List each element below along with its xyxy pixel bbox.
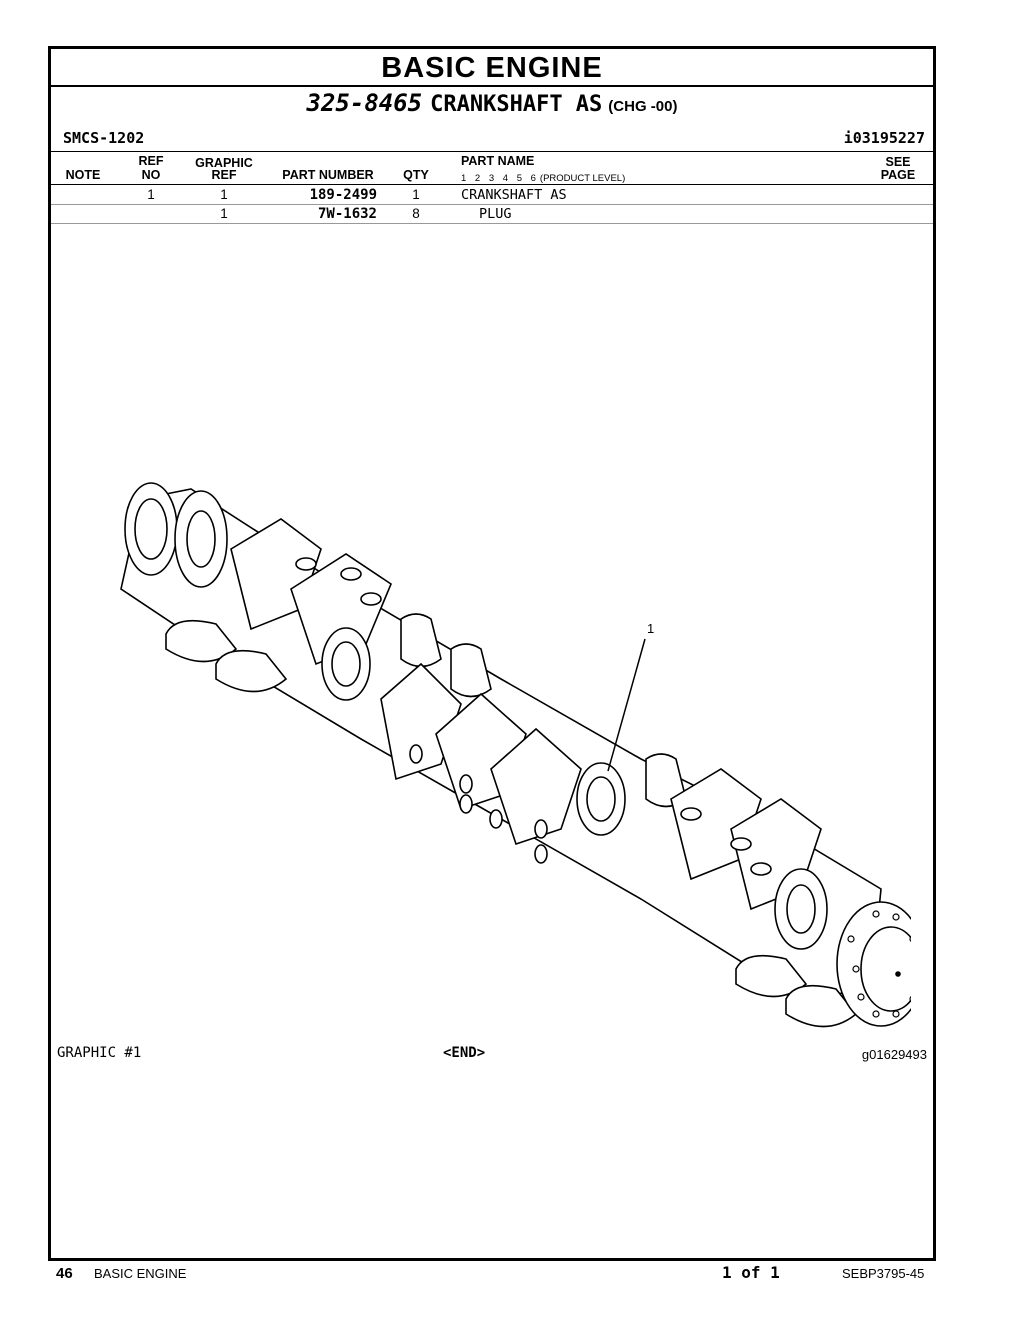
row-divider xyxy=(51,223,933,224)
crankshaft-illustration: 1 xyxy=(120,482,911,1028)
header-divider-bottom xyxy=(51,184,933,185)
product-level-numbers: 1 2 3 4 5 6 xyxy=(461,173,536,184)
row1-part-number: 189-2499 xyxy=(309,187,377,203)
col-graphic-ref-2: REF xyxy=(211,168,237,182)
graphic-id: g01629493 xyxy=(861,1047,927,1062)
col-see-page-1: SEE xyxy=(885,155,911,169)
col-ref-no-2: NO xyxy=(141,168,161,182)
page-of: 1 of 1 xyxy=(722,1263,780,1282)
assembly-part-number: 325-8465 xyxy=(306,89,423,117)
row2-qty: 8 xyxy=(412,206,420,221)
row2-part-number: 7W-1632 xyxy=(317,206,377,222)
page-number: 46 xyxy=(56,1265,73,1282)
col-note: NOTE xyxy=(65,168,101,182)
col-graphic-ref-1: GRAPHIC xyxy=(195,156,253,170)
doc-id: SEBP3795-45 xyxy=(842,1266,925,1281)
header-divider-top xyxy=(51,151,933,152)
col-part-number: PART NUMBER xyxy=(282,168,374,182)
row1-ref-no: 1 xyxy=(147,187,155,202)
product-level-label: (PRODUCT LEVEL) xyxy=(539,173,626,184)
callout-label: 1 xyxy=(647,621,654,636)
row-divider xyxy=(51,204,933,205)
graphic-label: GRAPHIC #1 xyxy=(57,1045,142,1061)
end-marker: <END> xyxy=(443,1045,486,1061)
assembly-heading: 325-8465 CRANKSHAFT AS (CHG -00) xyxy=(51,89,933,117)
page-title: BASIC ENGINE xyxy=(51,49,933,87)
col-see-page-2: PAGE xyxy=(880,168,916,182)
row1-graphic-ref: 1 xyxy=(220,187,228,202)
row1-qty: 1 xyxy=(412,187,420,202)
col-qty: QTY xyxy=(403,168,429,182)
row2-part-name: PLUG xyxy=(479,206,512,222)
col-part-name: PART NAME xyxy=(461,154,535,168)
row2-graphic-ref: 1 xyxy=(220,206,228,221)
assembly-part-name: CRANKSHAFT AS xyxy=(430,92,603,117)
col-ref-no-1: REF xyxy=(138,154,164,168)
smcs-code: SMCS-1202 xyxy=(63,129,145,147)
row1-part-name: CRANKSHAFT AS xyxy=(461,187,567,203)
col-product-levels: 1 2 3 4 5 6(PRODUCT LEVEL) xyxy=(461,173,625,184)
change-level: (CHG -00) xyxy=(608,98,678,115)
info-id: i03195227 xyxy=(843,129,925,147)
footer-section: BASIC ENGINE xyxy=(94,1266,187,1281)
